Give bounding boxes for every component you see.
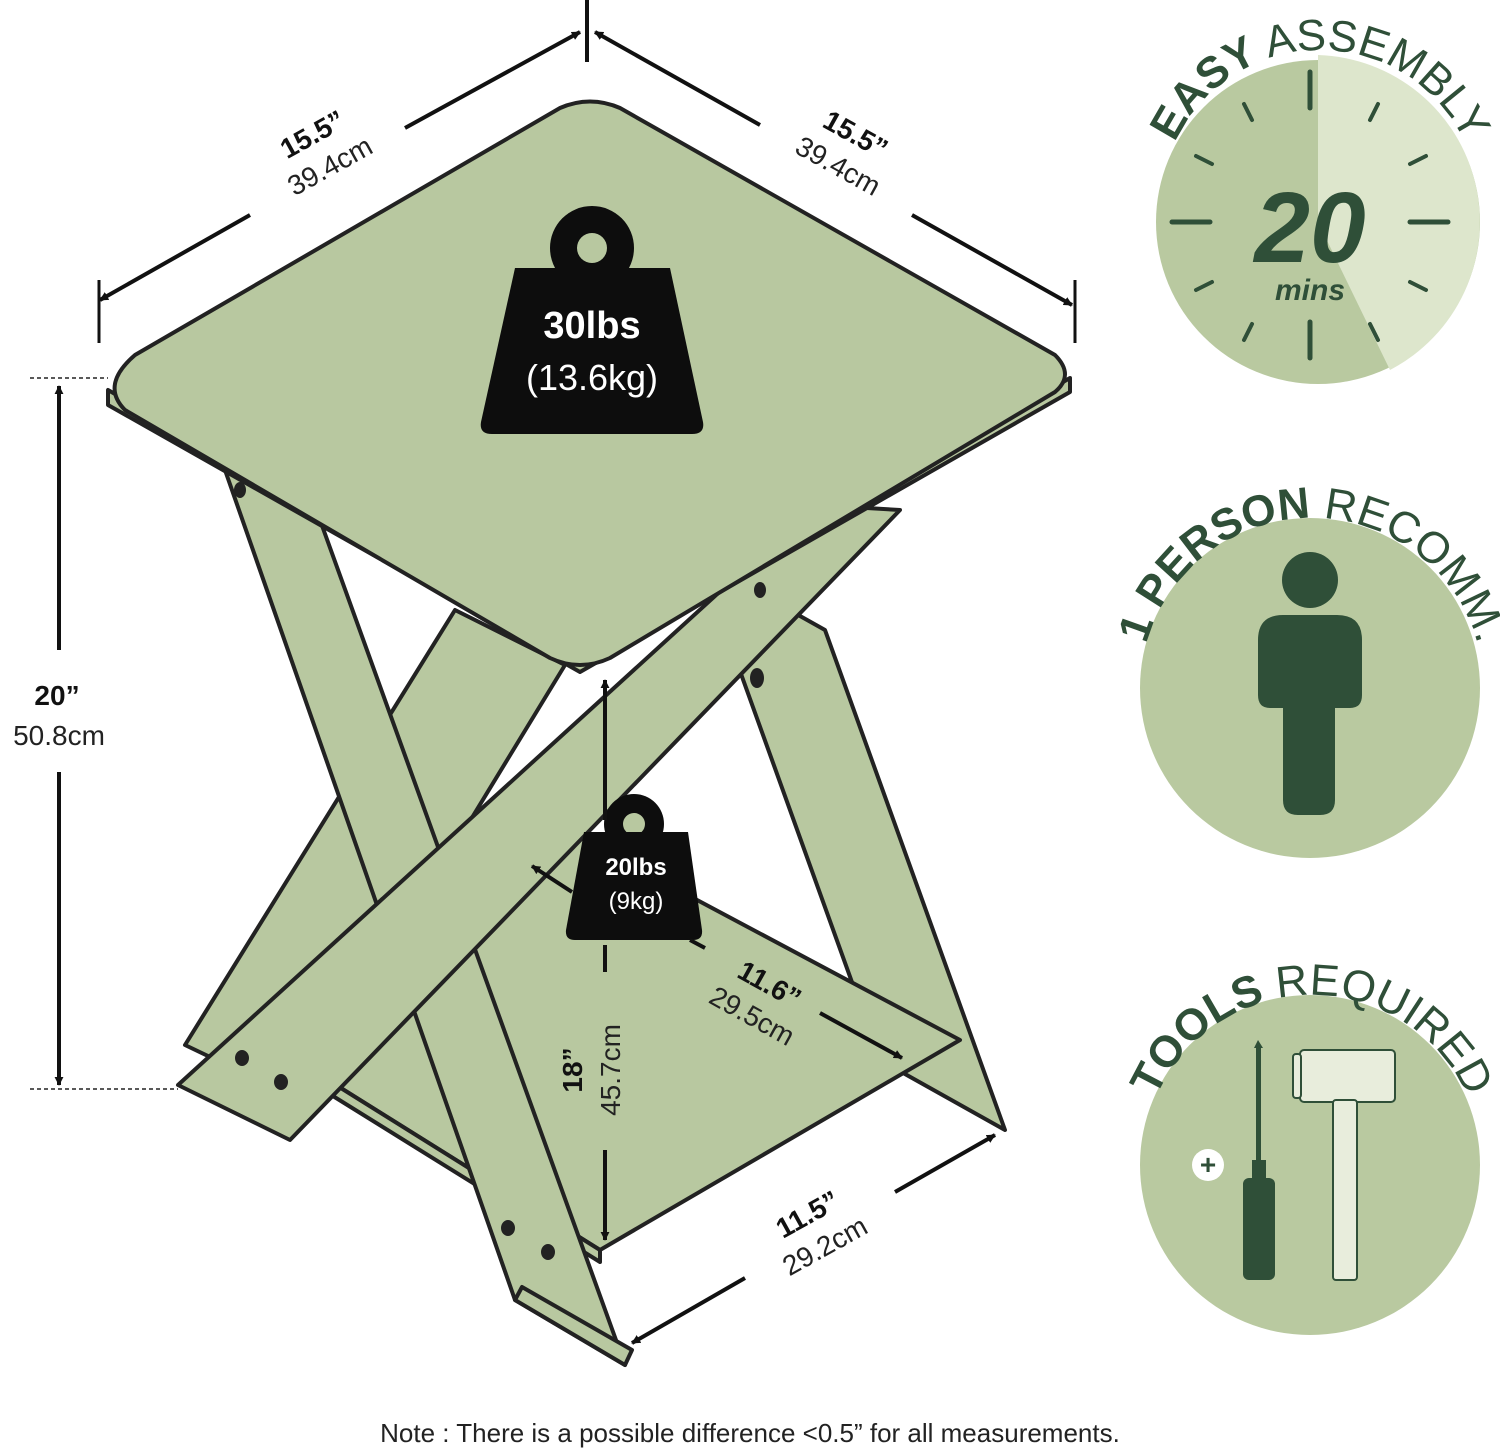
person-badge	[1140, 518, 1480, 858]
top-weight-kg: (13.6kg)	[526, 357, 658, 398]
weight-icon	[565, 794, 703, 940]
height-dim-cm: 50.8cm	[13, 720, 105, 751]
assembly-time-unit: mins	[1275, 274, 1345, 307]
bolt-holes	[234, 482, 766, 1260]
shelf-height-dim-in: 18”	[557, 1047, 588, 1092]
mallet-icon	[1292, 1049, 1396, 1281]
plus-icon: +	[1192, 1149, 1224, 1181]
leg-front-right	[176, 503, 902, 1142]
leg-front-left-foot	[513, 1285, 634, 1367]
side-table-illustration	[106, 99, 1072, 1367]
height-dim-in: 20”	[34, 680, 79, 711]
assembly-time-number: 20	[1252, 172, 1365, 284]
shelf-weight-lbs: 20lbs	[605, 854, 666, 881]
shelf-height-dim-cm: 45.7cm	[595, 1024, 626, 1116]
top-weight-lbs: 30lbs	[543, 305, 640, 347]
dimension-lines	[54, 0, 1077, 1345]
shelf-weight-kg: (9kg)	[609, 888, 664, 915]
svg-text:+: +	[1200, 1149, 1216, 1180]
person-icon	[1258, 552, 1362, 815]
measurement-note: Note : There is a possible difference <0…	[380, 1418, 1120, 1448]
assembly-badge: 20 mins	[1156, 55, 1480, 384]
height-guide-lines	[30, 377, 178, 1090]
weight-icon	[480, 206, 704, 434]
clock-icon	[1169, 69, 1451, 361]
tools-badge: +	[1140, 995, 1480, 1335]
screwdriver-icon	[1243, 1040, 1275, 1280]
